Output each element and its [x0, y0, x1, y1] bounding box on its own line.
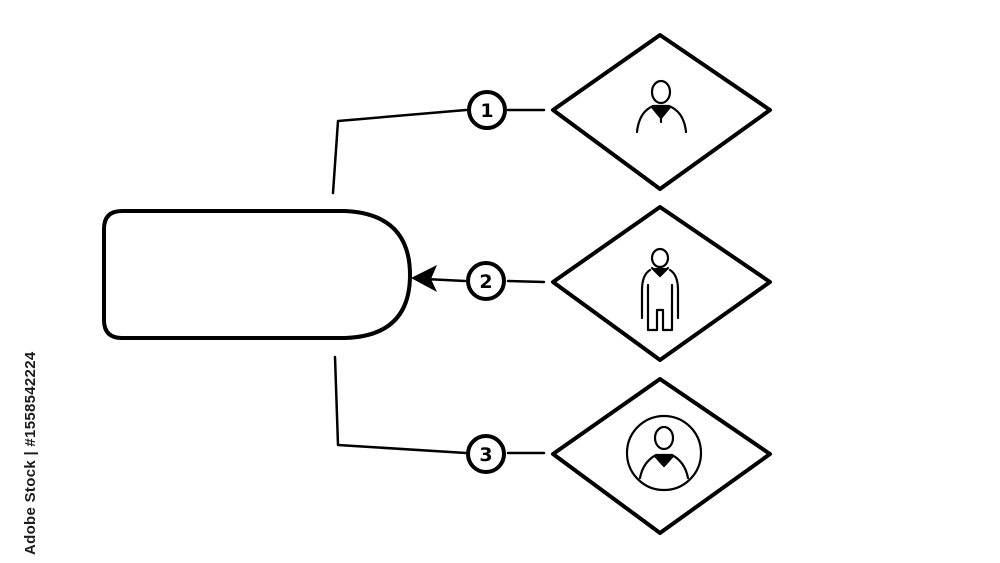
- badge-2: 2: [466, 261, 506, 301]
- connector-2-right: [506, 279, 546, 284]
- connector-2-left: [423, 277, 467, 283]
- main-box: [102, 209, 412, 340]
- arrow-head-icon: [411, 265, 437, 292]
- watermark-bar: Adobe Stock | #1558542224: [0, 0, 40, 563]
- badge-2-label: 2: [479, 271, 492, 293]
- person-bust-icon: [635, 79, 688, 134]
- watermark-id: Adobe Stock | #1558542224: [22, 351, 39, 555]
- connector-3: [333, 355, 468, 455]
- diamond-node-3: [551, 377, 772, 535]
- diamond-node-1: [551, 33, 772, 191]
- badge-1: 1: [467, 90, 507, 130]
- badge-1-label: 1: [480, 100, 493, 122]
- diamond-node-2: [551, 205, 772, 362]
- connector-1: [331, 108, 468, 195]
- badge-3: 3: [466, 434, 506, 474]
- badge-3-label: 3: [479, 444, 492, 466]
- person-standing-icon: [640, 247, 680, 332]
- person-circle-icon: [625, 414, 703, 492]
